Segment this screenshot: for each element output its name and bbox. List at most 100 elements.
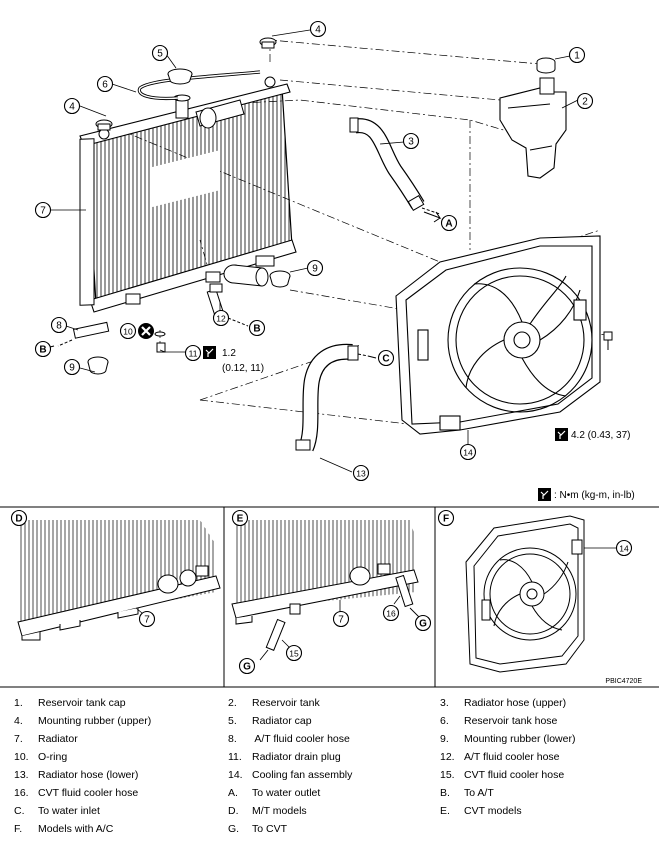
legend-key: 15. <box>440 769 455 781</box>
letter-f: F <box>437 509 455 527</box>
legend-label: Radiator drain plug <box>252 751 341 763</box>
legend-label: Mounting rubber (upper) <box>38 715 152 727</box>
legend-label: Reservoir tank cap <box>38 697 126 709</box>
svg-text:14: 14 <box>619 544 629 554</box>
legend-item: D. M/T models <box>228 805 307 817</box>
legend-key: D. <box>228 805 239 817</box>
panel-frames <box>0 506 659 688</box>
panel-d-mt-models <box>17 520 221 641</box>
replace-mark-icon <box>138 323 154 339</box>
callout-4-top: 4 <box>309 20 327 38</box>
legend-label: Radiator <box>38 733 78 745</box>
legend-item: E.CVT models <box>440 805 522 817</box>
legend-key: C. <box>14 805 25 817</box>
mounting-rubber-lower <box>87 270 291 375</box>
torque-drain-plug: 1.2 (0.12, 11) <box>203 346 264 374</box>
radiator <box>79 76 297 313</box>
legend-item: 13.Radiator hose (lower) <box>14 769 138 781</box>
svg-text:6: 6 <box>102 80 108 91</box>
legend-key: 13. <box>14 769 29 781</box>
letter-c: C <box>377 349 395 367</box>
radiator-hose-lower <box>295 343 359 452</box>
legend-label: Models with A/C <box>38 823 114 835</box>
letter-b-right: B <box>248 319 266 337</box>
legend-key: 8. <box>228 733 237 745</box>
svg-text:7: 7 <box>40 206 46 217</box>
torque-wrench-icon <box>205 348 214 357</box>
svg-text:7: 7 <box>144 615 150 626</box>
mounting-rubber-upper <box>95 37 277 131</box>
torque-fan-bolt: 4.2 (0.43, 37) <box>555 428 630 441</box>
callouts-main: 1 2 3 4 4 5 6 7 8 9 9 10 11 12 13 14 <box>34 20 594 482</box>
reservoir-tank-hose <box>137 70 261 101</box>
legend-item: 11.Radiator drain plug <box>228 751 341 763</box>
legend-key: 9. <box>440 733 449 745</box>
radiator-drain-plug <box>154 331 166 353</box>
svg-text:8: 8 <box>56 321 62 332</box>
callout-8: 8 <box>50 316 68 334</box>
panel-e-cvt-models <box>231 520 421 661</box>
svg-text:11: 11 <box>189 349 198 359</box>
callout-7-d: 7 <box>138 610 156 628</box>
svg-text:B: B <box>253 324 260 335</box>
legend-item: 16.CVT fluid cooler hose <box>14 787 138 799</box>
svg-text:7: 7 <box>338 615 344 626</box>
letter-b-left: B <box>34 340 52 358</box>
fan-bolt <box>603 331 613 350</box>
callout-15: 15 <box>285 644 303 662</box>
legend-item: 5.Radiator cap <box>228 715 312 727</box>
svg-text:F: F <box>443 514 449 525</box>
callout-6: 6 <box>96 75 114 93</box>
legend-label: O-ring <box>38 751 68 763</box>
svg-text:10: 10 <box>123 327 133 337</box>
legend-key: 6. <box>440 715 449 727</box>
svg-text:14: 14 <box>463 448 473 458</box>
svg-text:G: G <box>419 619 427 630</box>
svg-text:4: 4 <box>315 25 321 36</box>
legend-item: C.To water inlet <box>14 805 100 817</box>
legend-key: 5. <box>228 715 237 727</box>
callout-9-upper: 9 <box>306 259 324 277</box>
legend-label: To CVT <box>252 823 288 835</box>
svg-text:1: 1 <box>574 51 580 62</box>
radiator-hose-upper <box>349 117 425 212</box>
legend-label: Mounting rubber (lower) <box>464 733 576 745</box>
legend-item: F. Models with A/C <box>14 823 113 835</box>
legend-key: 7. <box>14 733 23 745</box>
legend-item: G.To CVT <box>228 823 287 835</box>
svg-text:9: 9 <box>69 363 75 374</box>
legend-label: To water outlet <box>252 787 321 799</box>
svg-text:15: 15 <box>289 649 299 659</box>
legend-label: CVT models <box>464 805 522 817</box>
reservoir-tank <box>499 77 567 179</box>
svg-text:4: 4 <box>69 102 75 113</box>
callout-7-e: 7 <box>332 610 350 628</box>
legend-item: 7. Radiator <box>14 733 78 745</box>
leader-lines <box>50 29 579 473</box>
callout-16: 16 <box>382 604 400 622</box>
svg-text:B: B <box>39 345 46 356</box>
legend-item: 4. Mounting rubber (upper) <box>14 715 151 727</box>
letter-g-right: G <box>414 614 432 632</box>
legend-item: A.To water outlet <box>228 787 320 799</box>
legend-label: M/T models <box>252 805 307 817</box>
callout-7: 7 <box>34 201 52 219</box>
letter-g-left: G <box>238 657 256 675</box>
legend-label: CVT fluid cooler hose <box>38 787 139 799</box>
svg-text:16: 16 <box>386 609 396 619</box>
torque-unit-note: : N•m (kg-m, in-lb) <box>538 488 635 501</box>
legend-item: 15.CVT fluid cooler hose <box>440 769 564 781</box>
legend-label: Reservoir tank <box>252 697 320 709</box>
svg-text:3: 3 <box>408 137 414 148</box>
letter-a: A <box>440 214 458 232</box>
svg-text:G: G <box>243 662 251 673</box>
legend-key: 4. <box>14 715 23 727</box>
legend-key: F. <box>14 823 23 835</box>
callout-4-left: 4 <box>63 97 81 115</box>
legend-key: 1. <box>14 697 23 709</box>
svg-text:D: D <box>15 514 22 525</box>
callout-3: 3 <box>402 132 420 150</box>
legend-item: 3.Radiator hose (upper) <box>440 697 566 709</box>
callout-1: 1 <box>568 46 586 64</box>
reservoir-tank-cap <box>536 57 556 74</box>
